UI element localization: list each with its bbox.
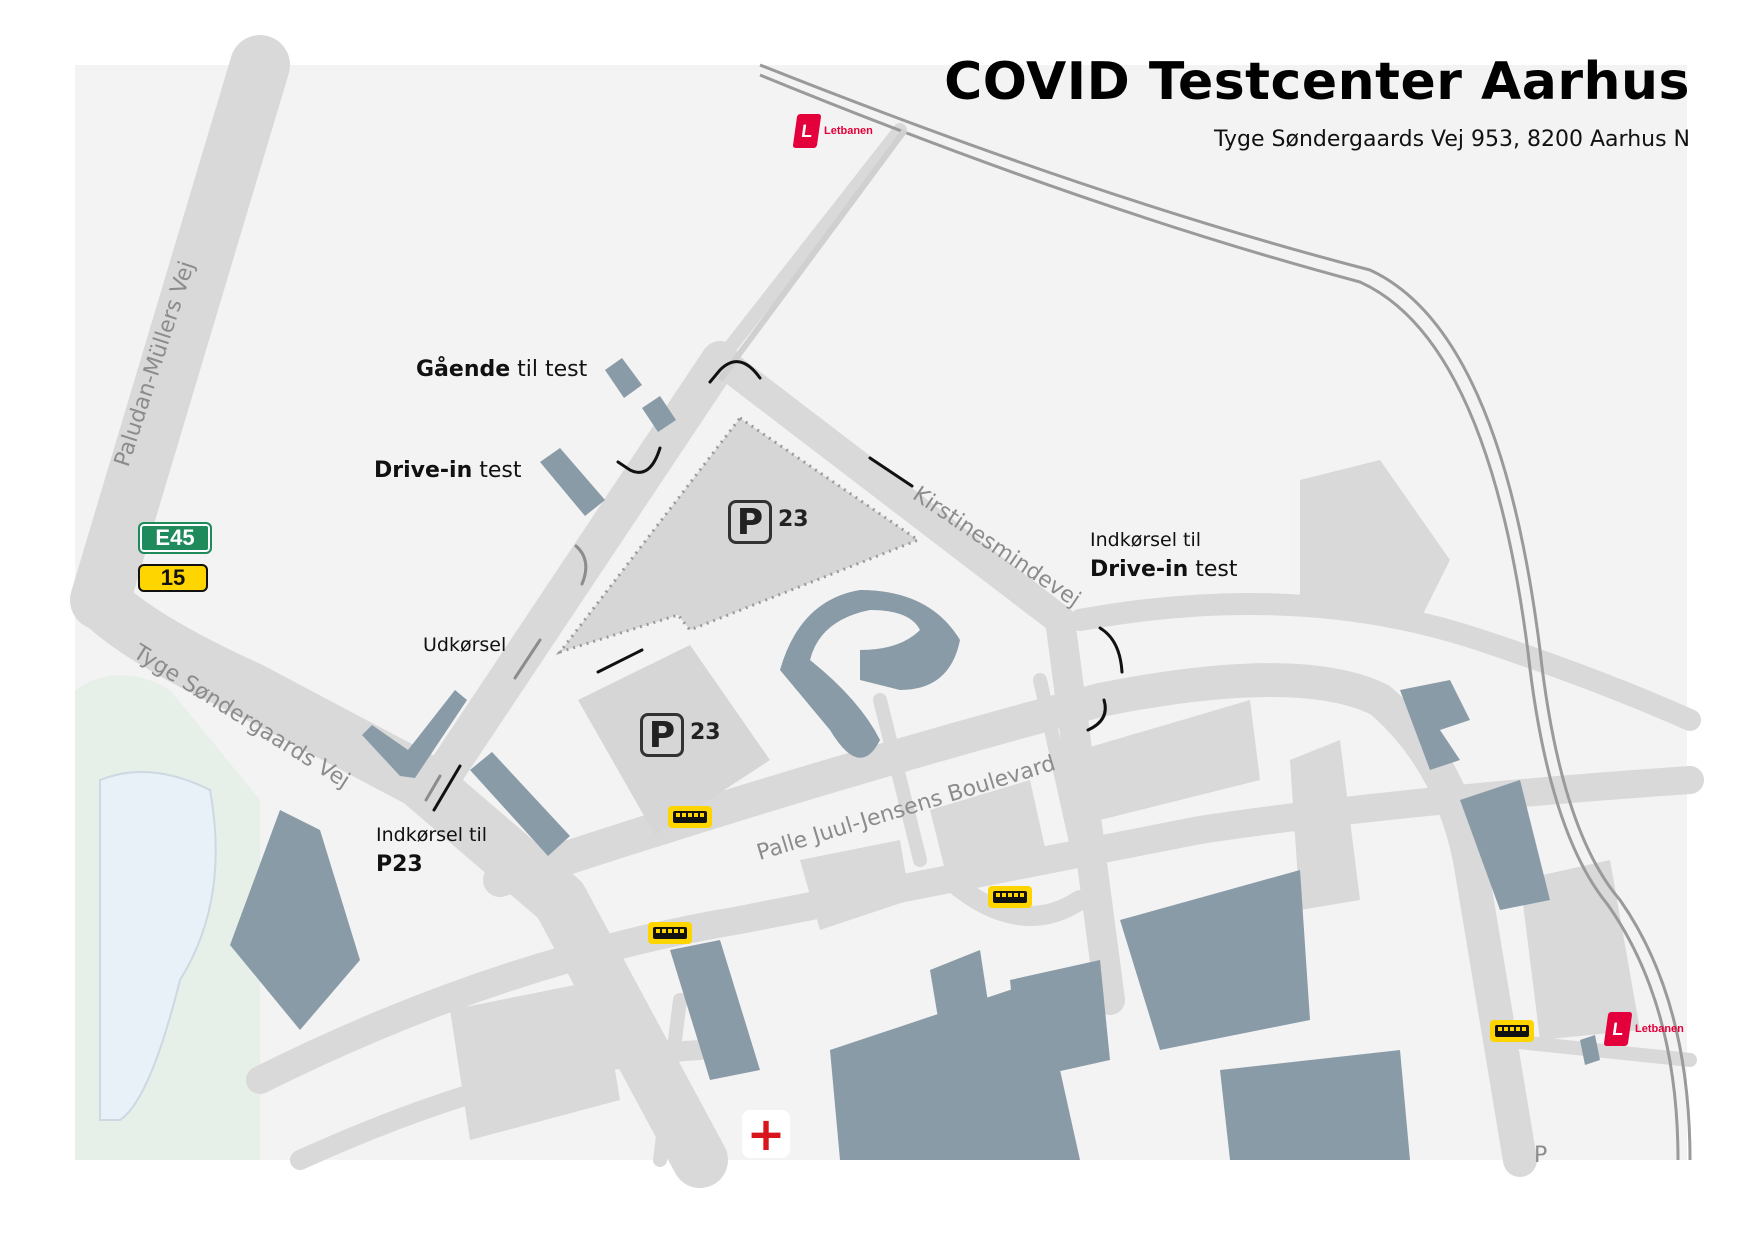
- label-entry-p23-line2: P23: [376, 852, 423, 877]
- road-entry: [421, 341, 739, 799]
- grey-areas: [450, 460, 1640, 1140]
- parking-label-south: P 23: [640, 713, 721, 757]
- label-drivein-rest: test: [472, 458, 522, 483]
- letbanen-label: Letbanen: [824, 125, 873, 137]
- arrow-entry-p23: [432, 764, 462, 812]
- road-kirstines: [705, 345, 1125, 1015]
- building-cluster-1: [930, 950, 1000, 1090]
- parking-label-north: P 23: [728, 500, 809, 544]
- red-cross-icon: +: [742, 1110, 790, 1158]
- parking-icon: P: [728, 500, 772, 544]
- building-south-long: [670, 940, 760, 1080]
- parking-number: 23: [690, 719, 721, 745]
- parking-number: 23: [778, 506, 809, 532]
- building-s-shape: [780, 590, 960, 758]
- road-internal-2: [1033, 673, 1087, 867]
- road-paludan: [70, 35, 290, 630]
- building-testcenter-1: [605, 358, 642, 398]
- road-sign-group: E45 15: [138, 522, 212, 592]
- building-testcenter-2: [642, 396, 676, 432]
- parking-lot-north: [555, 415, 922, 655]
- label-walking-rest: til test: [510, 357, 588, 382]
- label-drivein: Drive-in test: [374, 457, 522, 485]
- arrow-drivein-entry-1: [1098, 626, 1124, 674]
- page-title: COVID Testcenter Aarhus: [944, 52, 1690, 112]
- arrow-kirstines: [868, 456, 914, 488]
- label-entry-p23-line1: Indkørsel til: [376, 824, 488, 846]
- bus-icon: [668, 806, 712, 828]
- parking-lot-south: [578, 645, 770, 835]
- letbanen-icon: L: [1603, 1012, 1633, 1046]
- address: Tyge Søndergaards Vej 953, 8200 Aarhus N: [1214, 127, 1690, 152]
- building-cluster-3: [1220, 1050, 1410, 1160]
- road-internal-1: [873, 693, 927, 867]
- direction-arrows-grey: [424, 544, 588, 802]
- route-15-sign: 15: [138, 564, 208, 592]
- arrow-to-parking: [596, 648, 644, 674]
- road-entry-north: [713, 123, 907, 367]
- letbanen-stop-east: L Letbanen: [1603, 1012, 1684, 1046]
- label-entry-drivein-bold: Drive-in: [1090, 557, 1189, 582]
- road-tyge: [72, 572, 728, 1188]
- rail-line: [759, 63, 1692, 1161]
- building-h: [1400, 680, 1470, 770]
- building-cluster-2: [1010, 960, 1110, 1080]
- walking-path: [717, 128, 908, 382]
- parking-icon: P: [640, 713, 684, 757]
- road-east: [1069, 593, 1701, 731]
- road-bus-loop: [940, 870, 1090, 926]
- arrow-exit: [513, 638, 542, 680]
- arrow-drivein-entry-2: [1086, 698, 1107, 732]
- road-internal-3: [653, 993, 687, 1167]
- street-edge-p: P: [1534, 1143, 1548, 1168]
- arrow-drivein-turn: [616, 446, 662, 474]
- building-l-shape: [362, 690, 467, 778]
- arrow-top-turn: [708, 360, 762, 384]
- label-entry-drivein-rest: test: [1188, 557, 1238, 582]
- building-e: [1460, 780, 1550, 910]
- letbanen-label: Letbanen: [1635, 1023, 1684, 1035]
- direction-arrows: [432, 360, 1124, 812]
- bus-icon: [648, 922, 692, 944]
- bus-icon: [1490, 1020, 1534, 1042]
- arrow-drivein-exit: [574, 544, 588, 586]
- label-exit: Udkørsel: [423, 634, 507, 656]
- building-east-small: [1580, 1035, 1600, 1065]
- building-drivein: [540, 448, 605, 516]
- buildings: [230, 358, 1600, 1160]
- letbanen-icon: L: [792, 114, 822, 148]
- arrow-exit-down: [424, 774, 442, 802]
- label-walking-bold: Gående: [416, 357, 511, 382]
- lake: [99, 771, 217, 1121]
- label-drivein-bold: Drive-in: [374, 458, 473, 483]
- e45-sign: E45: [138, 522, 212, 554]
- building-long: [470, 752, 570, 856]
- label-entry-drivein-line2: Drive-in test: [1090, 556, 1238, 584]
- label-walking: Gående til test: [416, 356, 587, 384]
- bus-icon: [988, 886, 1032, 908]
- building-sw: [230, 810, 360, 1030]
- building-triangle: [1120, 870, 1310, 1050]
- label-entry-drivein-line1: Indkørsel til: [1090, 529, 1202, 551]
- letbanen-stop-north: L Letbanen: [792, 114, 873, 148]
